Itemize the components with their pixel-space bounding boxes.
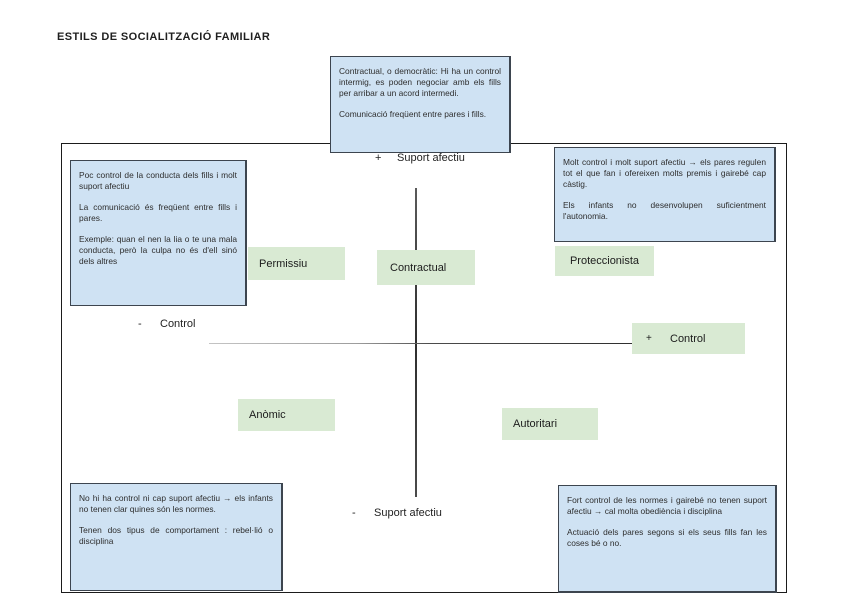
note-autoritari: Fort control de les normes i gairebé no … (558, 485, 777, 593)
style-label-text: Autoritari (513, 418, 558, 430)
note-paragraph: Comunicació freqüent entre pares i fills… (339, 108, 487, 119)
style-label-permissiu: Permissiu (248, 247, 345, 280)
style-label-anomic: Anòmic (238, 399, 335, 431)
minus-sign: - (138, 318, 142, 330)
note-paragraph: Actuació dels pares segons si els seus f… (567, 526, 767, 548)
note-paragraph: Contractual, o democràtic: Hi ha un cont… (339, 66, 501, 98)
note-paragraph: Poc control de la conducta dels fills i … (79, 170, 237, 191)
note-paragraph: Exemple: quan el nen la lia o te una mal… (79, 233, 237, 266)
plus-sign: + (646, 333, 652, 344)
note-paragraph: Molt control i molt suport afectiu → els… (563, 157, 766, 189)
vertical-axis-line (415, 188, 417, 497)
style-label-proteccionista: Proteccionista (555, 246, 654, 276)
style-label-contractual: Contractual (377, 250, 475, 285)
note-paragraph: Tenen dos tipus de comportament : rebel·… (79, 524, 273, 546)
note-paragraph: La comunicació és freqüent entre fills i… (79, 201, 237, 223)
note-anomic: No hi ha control ni cap suport afectiu →… (70, 483, 283, 591)
axis-label-suport-afectiu-minus: - Suport afectiu (352, 507, 442, 519)
note-permissiu: Poc control de la conducta dels fills i … (70, 160, 247, 306)
note-contractual: Contractual, o democràtic: Hi ha un cont… (330, 56, 511, 153)
style-label-text: Anòmic (249, 409, 286, 421)
horizontal-axis-line (209, 343, 632, 345)
note-proteccionista: Molt control i molt suport afectiu → els… (554, 147, 776, 242)
axis-label-text: Suport afectiu (397, 152, 465, 164)
style-label-autoritari: Autoritari (502, 408, 598, 440)
axis-label-text: Control (160, 318, 196, 330)
note-paragraph: Fort control de les normes i gairebé no … (567, 495, 767, 516)
note-paragraph: Els infants no desenvolupen suficientmen… (563, 199, 766, 221)
axis-label-text: Control (670, 332, 706, 345)
axis-label-text: Suport afectiu (374, 507, 442, 519)
plus-sign: + (375, 152, 382, 164)
axis-label-control-plus: + Control (632, 323, 745, 354)
style-label-text: Proteccionista (569, 255, 640, 267)
note-paragraph: No hi ha control ni cap suport afectiu →… (79, 493, 273, 514)
axis-label-control-minus: - Control (138, 318, 195, 330)
style-label-text: Permissiu (259, 257, 308, 270)
axis-label-suport-afectiu-plus: + Suport afectiu (375, 152, 465, 164)
minus-sign: - (352, 507, 356, 519)
style-label-text: Contractual (390, 261, 447, 274)
page-title: ESTILS DE SOCIALITZACIÓ FAMILIAR (57, 31, 271, 43)
